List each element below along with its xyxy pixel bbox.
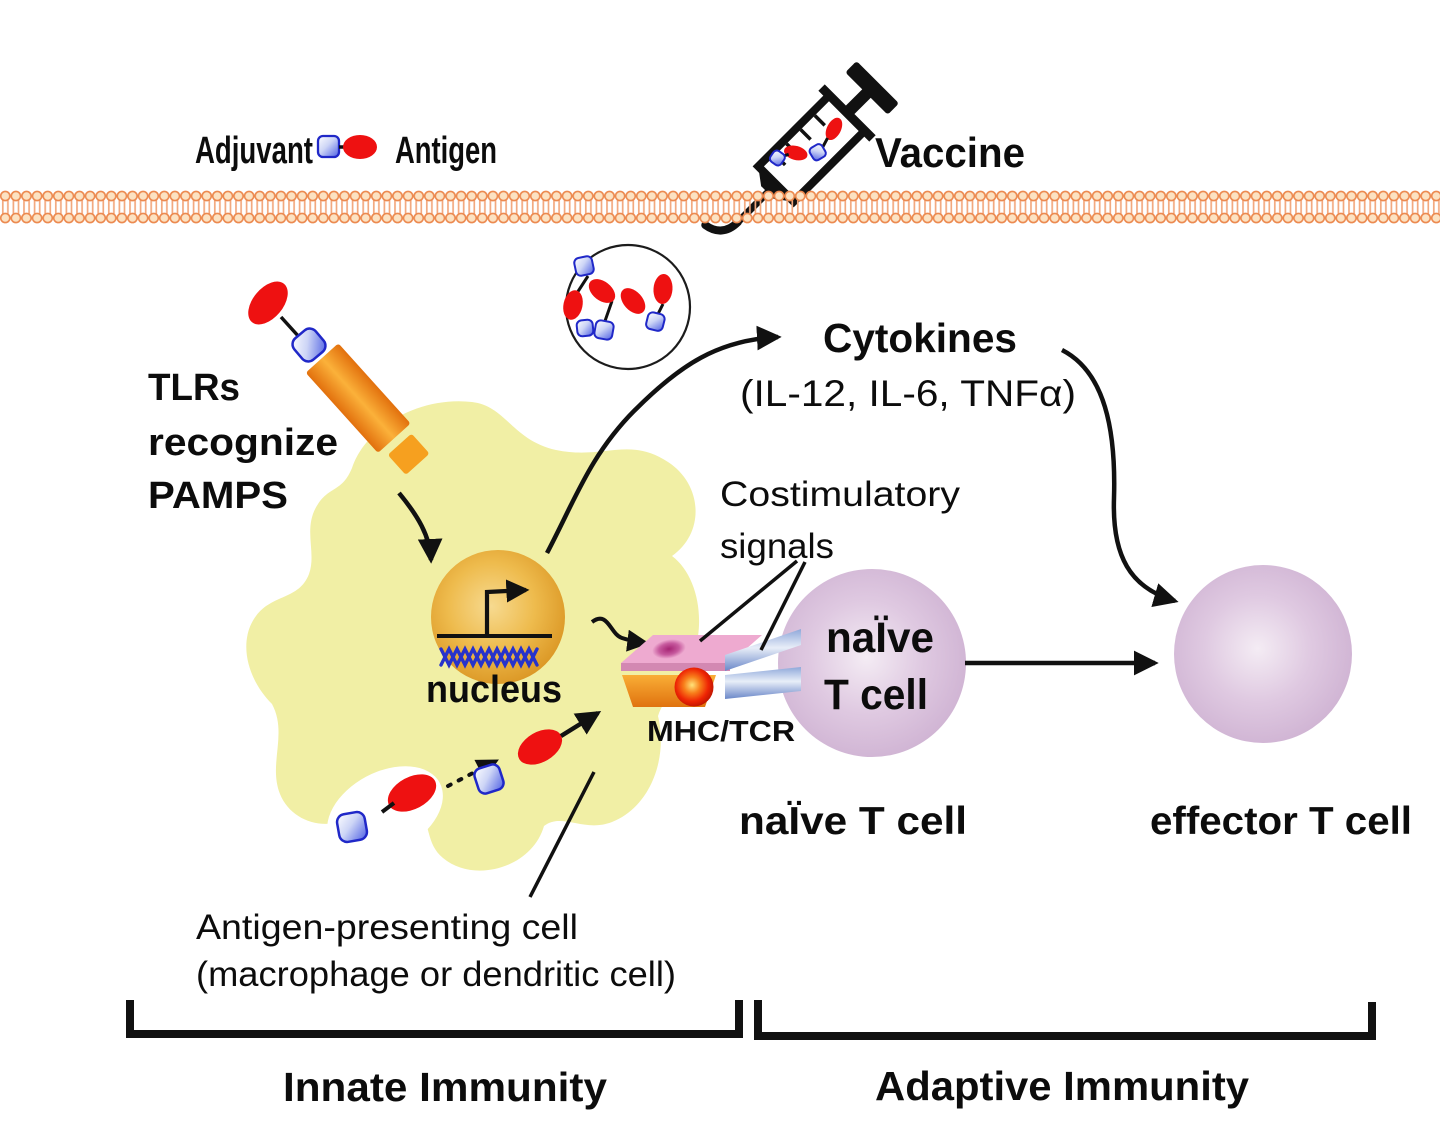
tlr-caption-line2: recognize (148, 422, 338, 464)
syringe-antigen-icon (784, 145, 808, 161)
arrow-tlr-to-nucleus (397, 491, 443, 564)
transcription-arrow-icon (484, 579, 530, 636)
tlr-rod (306, 344, 410, 452)
vaccine-bolus-circle (563, 243, 692, 371)
effector-t-cell-caption: effector T cell (1150, 800, 1412, 843)
peptide-ball (674, 667, 714, 707)
bracket-innate (126, 1000, 743, 1038)
adjuvant-icon (645, 311, 666, 332)
antigen-icon (653, 274, 673, 304)
syringe-plunger-cap (846, 62, 898, 114)
costimulatory-label-line2: signals (720, 527, 834, 566)
mhc-molecule-pink-front (621, 663, 730, 671)
vaccine-label: Vaccine (875, 129, 1025, 176)
antigen-icon (387, 774, 437, 812)
mhc-tcr-complex (621, 629, 801, 707)
nucleus-label: nucleus (426, 669, 562, 711)
costimulatory-label-line1: Costimulatory (720, 475, 961, 514)
adjuvant-icon (335, 810, 369, 844)
antigen-icon (563, 290, 583, 320)
syringe-adjuvant-icon (808, 143, 827, 162)
adaptive-immunity-label: Adaptive Immunity (875, 1063, 1249, 1109)
syringe-icon (701, 62, 898, 235)
nucleus (431, 550, 565, 684)
costim-pointer-line-2 (759, 561, 807, 651)
antigen-icon (620, 288, 646, 314)
peptide-spot (652, 639, 686, 659)
tlr-antigen-icon (248, 281, 288, 325)
arrow-antigen-processing-dashed (446, 759, 499, 788)
antigen-icon (588, 279, 616, 303)
apc-label-pointer-line (528, 771, 596, 898)
naive-t-cell-caption: naÏve T cell (739, 800, 967, 843)
processed-adjuvant-icon (473, 763, 505, 795)
naive-t-cell-label-line1: naÏve (826, 614, 934, 662)
legend-antigen-label: Antigen (395, 130, 497, 172)
adjuvant-icon (593, 319, 615, 341)
tcr-bar-lower (725, 667, 801, 699)
apc-caption-line1: Antigen-presenting cell (196, 908, 578, 947)
tlr-caption-line3: PAMPS (148, 475, 288, 517)
costim-pointer-line-1 (698, 559, 799, 643)
syringe-graduations (774, 114, 826, 167)
dna-icon (439, 645, 539, 669)
incoming-conjugate (335, 774, 437, 844)
syringe-needle-tip (701, 218, 742, 235)
syringe-antigen-icon (825, 117, 843, 141)
apc-caption-line2: (macrophage or dendritic cell) (196, 955, 676, 994)
effector-t-cell (1174, 565, 1352, 743)
cytokines-title: Cytokines (823, 315, 1017, 361)
legend-adjuvant-label: Adjuvant (195, 130, 313, 172)
innate-immunity-label: Innate Immunity (283, 1064, 607, 1110)
processed-antigen-icon (517, 729, 563, 765)
bracket-adaptive (754, 1000, 1376, 1040)
adjuvant-icon (573, 255, 595, 277)
adjuvant-icon (316, 134, 341, 159)
tcr-bar-upper (725, 629, 801, 671)
arrow-nucleus-to-mhc (590, 616, 650, 652)
arrow-nucleus-to-cytokines (545, 325, 782, 555)
mhc-tcr-label: MHC/TCR (647, 716, 795, 748)
adjuvant-icon (575, 318, 595, 338)
tlr-rod-tip (388, 434, 429, 474)
arrow-cytokines-to-effector (1060, 347, 1179, 608)
tlr-receptor (248, 281, 429, 474)
arrow-antigen-to-mhc (559, 711, 602, 738)
tlr-caption-line1: TLRs (148, 367, 240, 409)
naive-t-cell-label-line2: T cell (824, 671, 928, 719)
cytokines-subtitle: (IL-12, IL-6, TNFα) (740, 373, 1076, 414)
tlr-adjuvant-icon (291, 327, 327, 363)
cell-membrane (0, 190, 1440, 224)
syringe-plunger-rod (843, 88, 872, 117)
syringe-adjuvant-icon (768, 149, 786, 167)
antigen-icon (343, 135, 377, 159)
naive-t-cell (778, 569, 966, 757)
